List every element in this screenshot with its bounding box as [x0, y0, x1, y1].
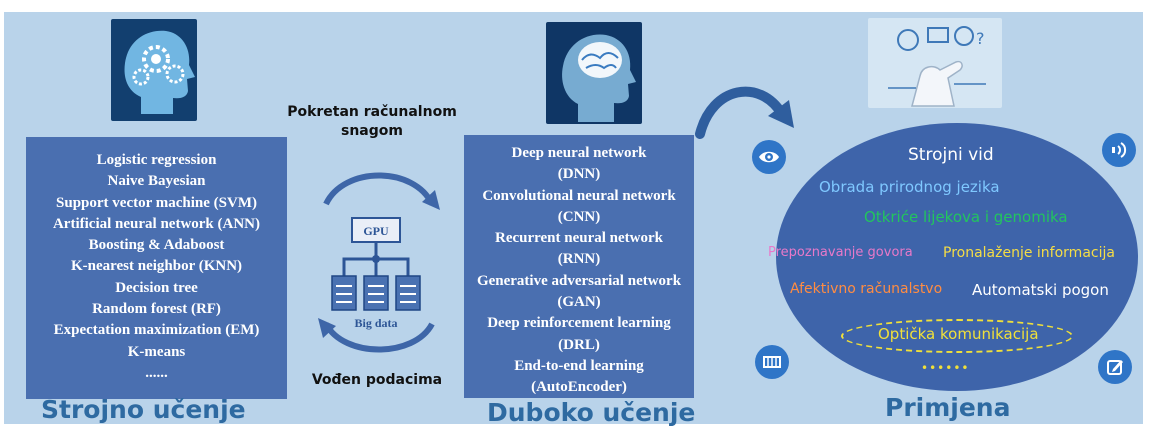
- ml-algorithms-box: Logistic regression Naive Bayesian Suppo…: [26, 137, 287, 399]
- dl-item: Deep reinforcement learning: [487, 315, 671, 332]
- ml-item: Boosting & Adaboost: [88, 237, 225, 254]
- cycle-arrow-top-icon: [323, 172, 435, 206]
- dl-item: Recurrent neural network: [494, 230, 664, 247]
- dl-title: Duboko učenje: [487, 398, 696, 427]
- speaker-waves-icon: [1102, 133, 1136, 167]
- info-retrieval-label: Pronalaženje informacija: [943, 245, 1115, 261]
- ml-item: Expectation maximization (EM): [53, 322, 260, 339]
- drug-discovery-label: Otkriće lijekova i genomika: [864, 208, 1068, 226]
- edit-icon: [1098, 350, 1132, 384]
- curved-arrow-icon: [695, 86, 794, 139]
- brain-head-icon: [546, 22, 642, 124]
- eye-icon: [752, 140, 786, 174]
- dl-item: (GAN): [557, 294, 601, 311]
- robot-hand-icon: ?: [868, 18, 1002, 108]
- dl-algorithms-box: Deep neural network (DNN) Convolutional …: [464, 135, 694, 398]
- computer-vision-label: Strojni vid: [908, 145, 994, 165]
- ml-item: K-means: [127, 343, 186, 360]
- gpu-cycle-graphic: GPU Big data: [318, 172, 440, 353]
- speech-recognition-label: Prepoznavanje govora: [768, 245, 913, 260]
- dl-item: Deep neural network: [511, 145, 647, 161]
- dl-item: (CNN): [557, 208, 601, 225]
- dl-item: End-to-end learning: [514, 357, 644, 374]
- optical-communication-label: Optička komunikacija: [878, 325, 1039, 343]
- computing-power-label: Pokretan računalnom snagom: [272, 103, 472, 141]
- dl-item: (DRL): [558, 336, 600, 353]
- dl-item: (RNN): [557, 251, 601, 268]
- ml-title: Strojno učenje: [41, 395, 246, 424]
- computing-power-line2: snagom: [341, 123, 403, 139]
- affective-computing-label: Afektivno računalstvo: [790, 281, 943, 297]
- data-driven-label: Vođen podacima: [311, 372, 443, 388]
- ml-item: Naive Bayesian: [107, 173, 206, 190]
- ml-item: Decision tree: [115, 279, 198, 296]
- more-applications-dots: ••••••: [921, 361, 970, 375]
- ml-item: Support vector machine (SVM): [56, 194, 257, 211]
- autonomous-driving-label: Automatski pogon: [972, 281, 1109, 299]
- ml-item: Logistic regression: [96, 152, 217, 168]
- big-data-label: Big data: [354, 316, 397, 330]
- gpu-label: GPU: [363, 224, 389, 238]
- dl-item: (DNN): [557, 166, 601, 183]
- svg-text:?: ?: [976, 29, 985, 48]
- ml-item: Artificial neural network (ANN): [52, 215, 261, 232]
- dl-item: Generative adversarial network: [476, 272, 682, 289]
- dl-item: Convolutional neural network: [482, 187, 676, 204]
- ml-item: Random forest (RF): [92, 301, 221, 318]
- optical-communication-highlight: [841, 319, 1073, 353]
- applications-title: Primjena: [885, 393, 1011, 422]
- ml-item: K-nearest neighbor (KNN): [70, 258, 243, 275]
- computing-power-line1: Pokretan računalnom: [287, 104, 457, 120]
- diagram-canvas: Logistic regression Naive Bayesian Suppo…: [4, 12, 1143, 427]
- nlp-label: Obrada prirodnog jezika: [819, 178, 1000, 196]
- gears-head-icon: [111, 19, 197, 121]
- ml-item: ......: [145, 364, 168, 381]
- film-strip-icon: [755, 345, 789, 379]
- cycle-arrow-bottom-icon: [323, 322, 435, 353]
- dl-item: (AutoEncoder): [531, 379, 627, 396]
